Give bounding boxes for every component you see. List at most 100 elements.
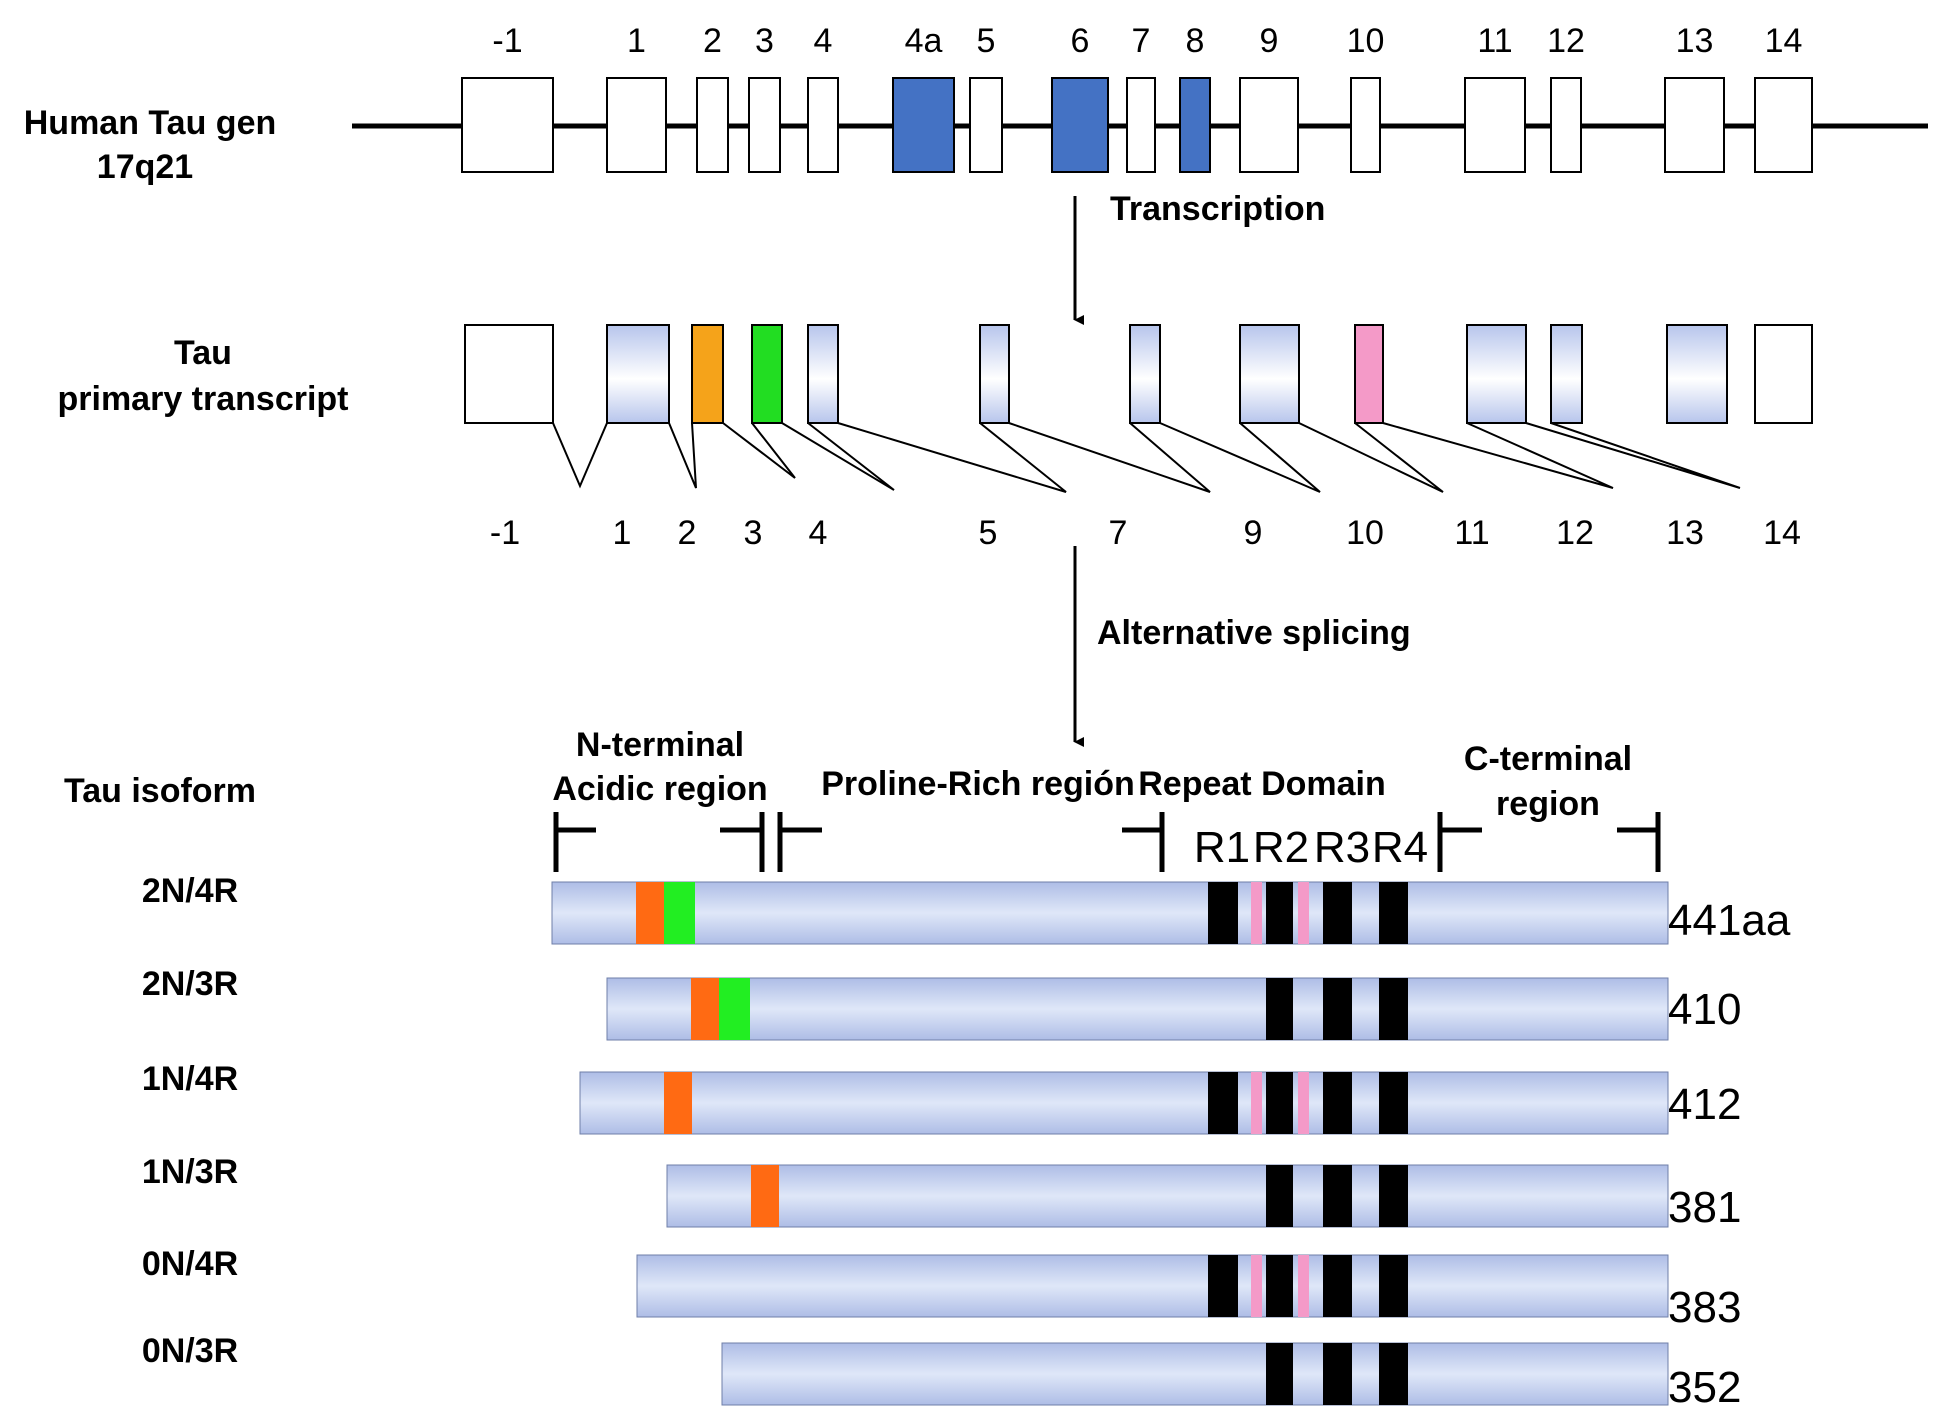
transcript-exon-9 [1239,324,1300,424]
c-terminal-label-line1: C-terminal [1464,740,1632,778]
gene-exon-number-5: 5 [977,22,996,60]
gene-exon-7 [1126,77,1156,173]
splice-line [1382,422,1614,489]
splicing-label: Alternative splicing [1097,614,1411,652]
isoform-name: 2N/3R [142,965,238,1003]
isoform-length: 352 [1668,1363,1741,1412]
repeat-label-r2: R2 [1253,823,1309,872]
transcript-exon-number-13: 13 [1666,514,1704,552]
c-terminal-bracket [1437,812,1661,872]
gene-exon-number-2: 2 [703,22,722,60]
isoform-length: 410 [1668,985,1741,1034]
gene-exon-5 [969,77,1003,173]
isoform-bar [579,1071,1669,1135]
repeat-block [1208,1255,1238,1317]
repeat-block [1323,882,1352,944]
exon10-marker [1298,1072,1309,1134]
gene-exon-number-8: 8 [1186,22,1205,60]
repeat-label-r3: R3 [1314,823,1370,872]
gene-exon-2 [696,77,729,173]
isoform-bar [666,1164,1669,1228]
gene-label-line1: Human Tau gen [24,104,277,142]
repeat-label-r4: R4 [1372,823,1428,872]
gene-exon-11 [1464,77,1526,173]
repeat-block [1323,1165,1352,1227]
gene-exon-minus1 [461,77,554,173]
repeat-block [1266,882,1293,944]
transcript-exon-number-3: 3 [744,514,763,552]
exon10-marker [1251,1072,1262,1134]
n-terminal-label-line2: Acidic region [552,770,767,808]
isoform-length: 412 [1668,1080,1741,1129]
transcript-exon-3 [751,324,783,424]
isoform-name: 0N/3R [142,1332,238,1370]
gene-exon-number-14: 14 [1765,22,1803,60]
repeat-block [1208,1072,1238,1134]
gene-exon-12 [1550,77,1582,173]
transcript-exon-number-11: 11 [1454,514,1489,552]
gene-exon-number-11: 11 [1477,22,1512,60]
transcript-exon-10 [1354,324,1384,424]
splice-line [837,422,1067,493]
transcription-label: Transcription [1110,190,1325,228]
gene-exon-number-12: 12 [1547,22,1585,60]
transcript-exon-number-2: 2 [678,514,697,552]
gene-exon-number-6: 6 [1071,22,1090,60]
region-brackets [553,812,1661,872]
isoform-row: 0N/3R 352 [142,1332,1742,1412]
repeat-block [1379,1072,1408,1134]
isoform-bar [636,1254,1669,1318]
transcript-exon-number-1: 1 [613,514,632,552]
isoform-length: 381 [1668,1183,1741,1232]
splice-line [552,422,608,489]
transcript-exon-minus1 [464,324,554,424]
repeat-block [1323,1255,1352,1317]
transcript-exon-4 [807,324,839,424]
repeat-block [1323,1072,1352,1134]
gene-exon-3 [748,77,781,173]
repeat-domain-label: Repeat Domain [1138,765,1386,803]
isoform-name: 2N/4R [142,872,238,910]
transcript-exon-13 [1666,324,1728,424]
proline-rich-label: Proline-Rich región [821,765,1135,803]
gene-exon-number-minus1: -1 [492,22,522,60]
isoform-name: 1N/3R [142,1153,238,1191]
splice-line [668,422,697,489]
splice-line [1298,422,1444,493]
repeat-block [1266,1255,1293,1317]
gene-exon-8 [1179,77,1211,173]
transcript-exon-11 [1466,324,1527,424]
repeat-block [1266,978,1293,1040]
exon10-marker [1251,1255,1262,1317]
splice-line [1008,422,1211,493]
splice-line [722,422,796,479]
gene-exon-number-4: 4 [814,22,833,60]
exon2-insert [636,882,664,944]
exon2-insert [691,978,719,1040]
gene-exon-13 [1664,77,1725,173]
isoform-row: 2N/3R 410 [142,965,1741,1041]
transcript-exon-2 [691,324,724,424]
transcript-exon-number-10: 10 [1346,514,1384,552]
repeat-block [1266,1165,1293,1227]
transcript-label-line2: primary transcript [58,380,349,418]
transcript-exon-number-14: 14 [1763,514,1801,552]
repeat-block [1379,978,1408,1040]
exon10-marker [1251,882,1262,944]
isoform-row: 1N/4R 412 [142,1060,1741,1135]
transcript-exon-number-4: 4 [809,514,828,552]
exon3-insert [664,882,695,944]
exon10-marker [1298,882,1309,944]
exon2-insert [664,1072,692,1134]
gene-exon-10 [1350,77,1381,173]
proline-bracket [777,812,1165,872]
isoform-name: 1N/4R [142,1060,238,1098]
gene-exon-number-3: 3 [755,22,774,60]
transcript-exon-14 [1754,324,1813,424]
gene-exon-number-9: 9 [1260,22,1279,60]
